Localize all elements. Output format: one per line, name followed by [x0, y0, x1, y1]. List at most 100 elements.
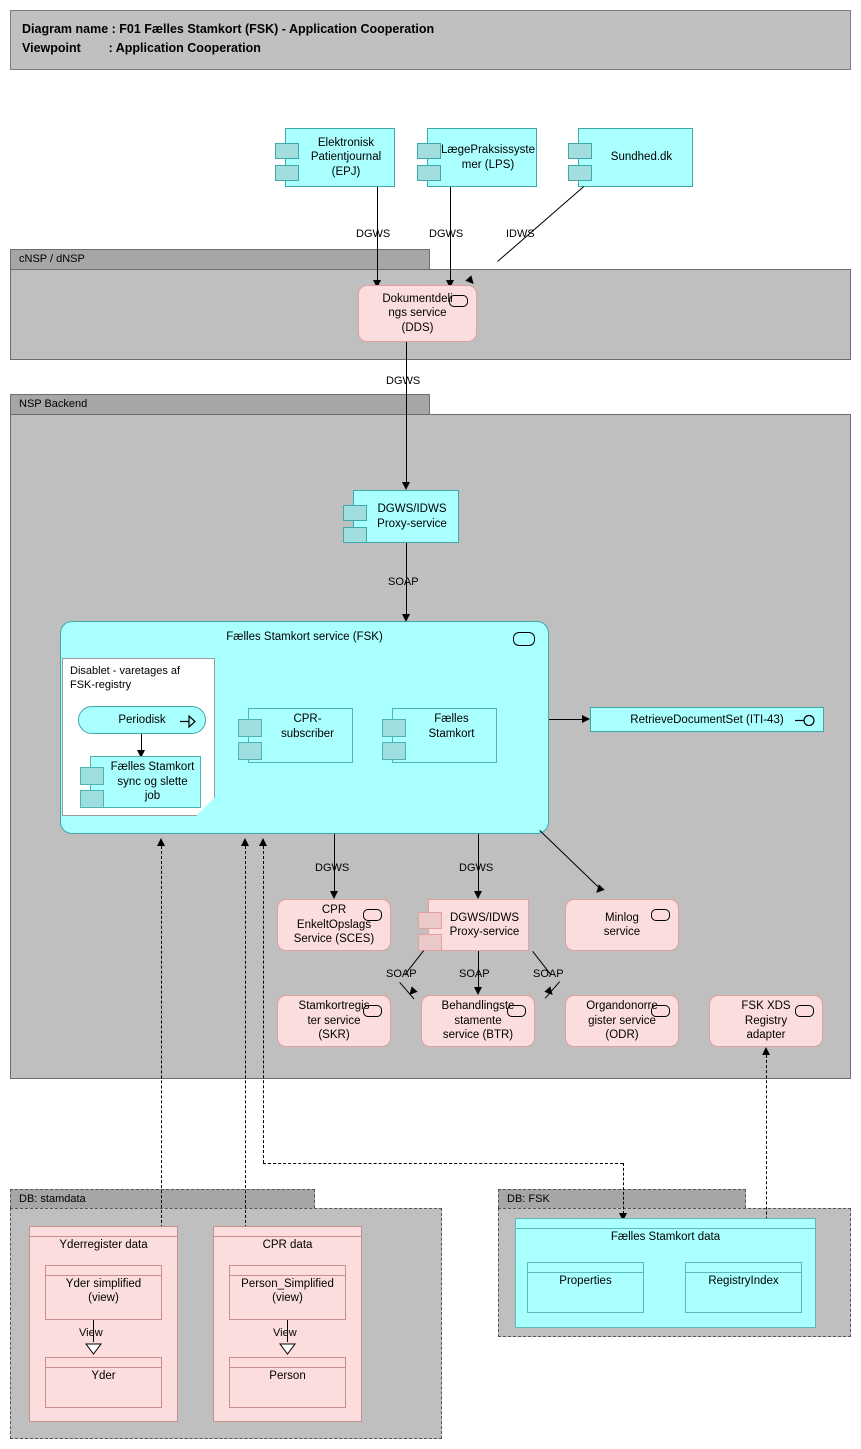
arrowhead — [618, 1213, 627, 1221]
service-cpr-enkeltopslags-sces[interactable]: CPR EnkeltOpslags Service (SCES) — [277, 899, 391, 951]
service-label: Minlog service — [603, 911, 641, 939]
edge-proxymid-btr — [478, 951, 479, 991]
component-laegepraksissystemer[interactable]: LægePraksissyste mer (LPS) — [417, 128, 537, 187]
service-organdonorregister-odr[interactable]: Organdonorre gister service (ODR) — [565, 995, 679, 1047]
group-label-nsp-backend: NSP Backend — [19, 398, 88, 410]
service-icon — [513, 632, 535, 646]
service-icon — [363, 909, 382, 921]
arrowhead — [156, 838, 165, 846]
component-tab-icon — [343, 527, 367, 543]
edge-fsk-retrievedocset — [549, 719, 586, 720]
component-tab-icon — [382, 719, 406, 737]
arrowhead — [445, 280, 454, 288]
event-periodisk[interactable]: Periodisk — [78, 706, 206, 734]
service-dokumentdelings-dds[interactable]: Dokumentdeli ngs service (DDS) — [358, 285, 477, 342]
component-cpr-subscriber[interactable]: CPR-subscriber — [238, 708, 353, 763]
edge-label-fsk-proxymid: DGWS — [459, 862, 494, 874]
arrowhead — [136, 750, 145, 758]
arrowhead — [473, 891, 482, 899]
edge-label-view-person: View — [273, 1327, 297, 1339]
arrowhead — [401, 614, 410, 622]
component-tab-icon — [238, 742, 262, 760]
service-label: Organdonorre gister service (ODR) — [586, 1000, 658, 1042]
component-tab-icon — [275, 143, 299, 159]
service-icon — [651, 909, 670, 921]
edge-epj-dds — [377, 187, 378, 285]
arrowhead — [329, 891, 338, 899]
component-tab-icon — [417, 165, 441, 181]
data-header-bar — [528, 1263, 643, 1273]
data-header-bar — [686, 1263, 801, 1273]
viewpoint-line: Viewpoint : Application Cooperation — [22, 41, 261, 55]
edge-label-lps-dds: DGWS — [429, 228, 464, 240]
data-label: Person — [269, 1370, 306, 1382]
generalization-arrowhead — [279, 1343, 296, 1355]
data-yder-simplified-view[interactable]: Yder simplified (view) — [45, 1265, 162, 1320]
arrowhead — [761, 1047, 770, 1055]
service-icon — [507, 1005, 526, 1017]
component-label: DGWS/IDWS Proxy-service — [377, 503, 447, 530]
component-faelles-stamkort[interactable]: Fælles Stamkort — [382, 708, 497, 763]
interface-retrievedocumentset-iti43[interactable]: RetrieveDocumentSet (ITI-43) — [590, 707, 824, 732]
data-label: Yder simplified (view) — [65, 1278, 142, 1304]
service-behandlingstestamente-btr[interactable]: Behandlingste stamente service (BTR) — [421, 995, 535, 1047]
edge-label-proxymid-odr: SOAP — [533, 968, 564, 980]
component-label: LægePraksissyste mer (LPS) — [441, 144, 535, 171]
component-faelles-stamkort-sync-job[interactable]: Fælles Stamkort sync og slette job — [80, 756, 201, 808]
data-header-bar — [230, 1358, 345, 1368]
component-tab-icon — [238, 719, 262, 737]
data-header-bar — [214, 1227, 361, 1237]
edge-label-proxy-fsk: SOAP — [388, 576, 419, 588]
data-person[interactable]: Person — [229, 1357, 346, 1408]
component-label: Elektronisk Patientjournal (EPJ) — [310, 136, 382, 178]
edge-label-epj-dds: DGWS — [356, 228, 391, 240]
data-header-bar — [516, 1219, 815, 1229]
data-registryindex[interactable]: RegistryIndex — [685, 1262, 802, 1313]
service-label: CPR EnkeltOpslags Service (SCES) — [293, 904, 375, 946]
component-tab-icon — [418, 912, 442, 929]
data-yder[interactable]: Yder — [45, 1357, 162, 1408]
service-minlog[interactable]: Minlog service — [565, 899, 679, 951]
fsk-service-title: Fælles Stamkort service (FSK) — [226, 631, 383, 643]
edge-yderregister-fsk — [161, 846, 162, 1228]
component-tab-icon — [568, 143, 592, 159]
edge-dds-proxy — [406, 342, 407, 487]
service-icon — [449, 295, 468, 307]
component-label: Fælles Stamkort sync og slette job — [110, 761, 195, 803]
data-person-simplified-view[interactable]: Person_Simplified (view) — [229, 1265, 346, 1320]
component-label: Fælles Stamkort — [428, 713, 475, 740]
service-label: Stamkortregis ter service (SKR) — [298, 1000, 370, 1042]
component-label: Sundhed.dk — [610, 151, 673, 164]
data-header-bar — [46, 1358, 161, 1368]
data-label: CPR data — [262, 1239, 313, 1251]
component-tab-icon — [418, 934, 442, 951]
edge-label-fsk-sces: DGWS — [315, 862, 350, 874]
edge-label-proxymid-skr: SOAP — [386, 968, 417, 980]
data-label: Yder — [91, 1370, 116, 1382]
diagram-name-line: Diagram name : F01 Fælles Stamkort (FSK)… — [22, 22, 435, 36]
arrowhead — [258, 838, 267, 846]
edge-fsk-fskdata-seg2 — [263, 1163, 623, 1164]
service-stamkortregister-skr[interactable]: Stamkortregis ter service (SKR) — [277, 995, 391, 1047]
interface-label: RetrieveDocumentSet (ITI-43) — [630, 713, 784, 726]
component-tab-icon — [382, 742, 406, 760]
component-sundhed-dk[interactable]: Sundhed.dk — [568, 128, 693, 187]
component-tab-icon — [80, 767, 104, 785]
component-tab-icon — [275, 165, 299, 181]
component-elektronisk-patientjournal[interactable]: Elektronisk Patientjournal (EPJ) — [275, 128, 395, 187]
service-fsk-xds-registry-adapter[interactable]: FSK XDS Registry adapter — [709, 995, 823, 1047]
diagram-title-block: Diagram name : F01 Fælles Stamkort (FSK)… — [10, 10, 851, 70]
component-tab-icon — [343, 505, 367, 521]
data-header-bar — [30, 1227, 177, 1237]
pennant-icon — [180, 715, 196, 728]
data-properties[interactable]: Properties — [527, 1262, 644, 1313]
data-header-bar — [230, 1266, 345, 1276]
edge-cprdata-fsk — [245, 846, 246, 1228]
component-dgws-idws-proxy-mid[interactable]: DGWS/IDWS Proxy-service — [418, 899, 529, 951]
edge-fsk-proxymid — [478, 834, 479, 896]
component-dgws-idws-proxy-top[interactable]: DGWS/IDWS Proxy-service — [343, 490, 459, 543]
data-label: Properties — [559, 1275, 612, 1287]
group-tab-db-stamdata: DB: stamdata — [10, 1189, 315, 1208]
edge-label-view-yder: View — [79, 1327, 103, 1339]
edge-sundhed-dds — [497, 186, 584, 262]
